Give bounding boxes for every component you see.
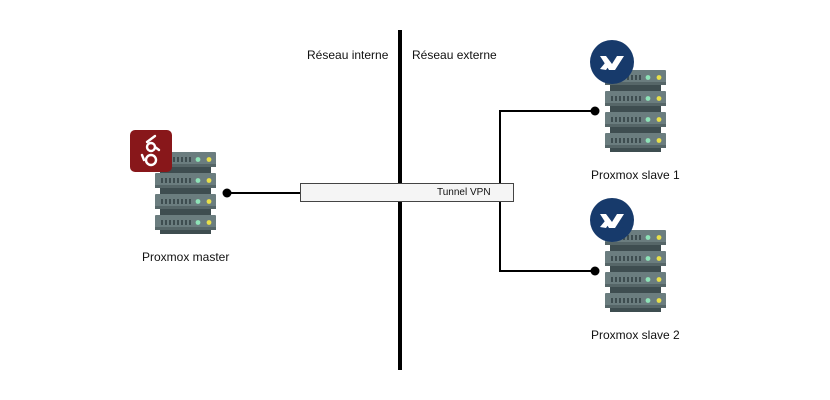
tunnel-label: Tunnel VPN (437, 187, 491, 198)
server-rack-icon (605, 230, 666, 312)
slave1-link-endpoint (590, 106, 600, 116)
proxmox-ve-icon (590, 198, 634, 242)
proxmox-ve-icon (590, 40, 634, 84)
master-label: Proxmox master (142, 250, 230, 264)
slave1-link (499, 110, 595, 193)
wireguard-icon (130, 130, 172, 172)
external-network-label: Réseau externe (412, 48, 497, 62)
internal-network-label: Réseau interne (307, 48, 389, 62)
vpn-tunnel-box: Tunnel VPN (300, 183, 514, 202)
master-link-endpoint (222, 188, 232, 198)
slave2-label: Proxmox slave 2 (591, 328, 680, 342)
slave2-link-endpoint (590, 266, 600, 276)
slave1-label: Proxmox slave 1 (591, 168, 680, 182)
slave2-link (499, 193, 595, 272)
